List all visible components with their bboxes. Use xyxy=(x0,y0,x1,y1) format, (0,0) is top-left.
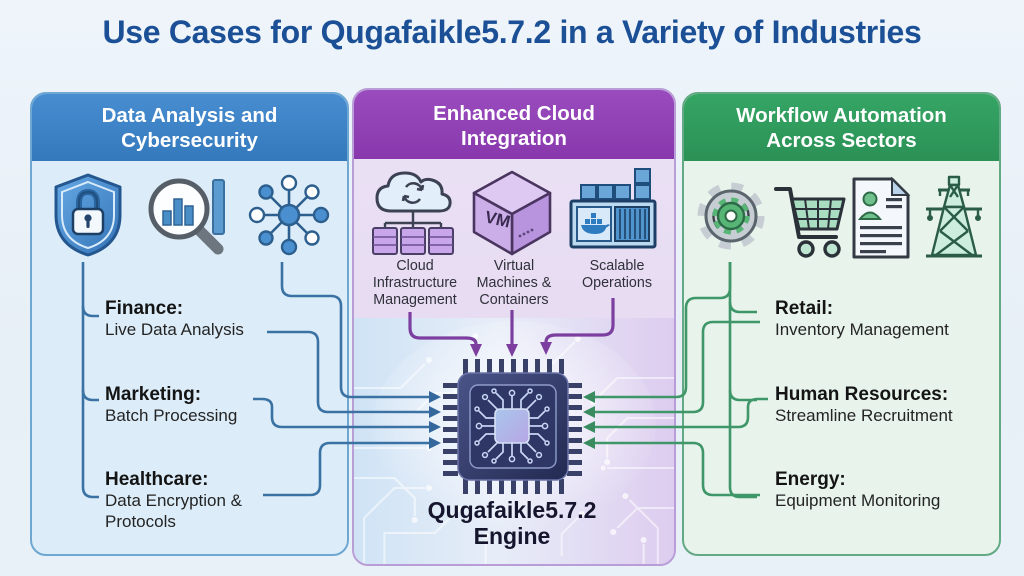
card-workflow-automation: Workflow Automation Across Sectors xyxy=(682,92,1001,556)
resume-document-icon xyxy=(846,174,914,262)
usecase-industry: Healthcare: xyxy=(105,469,209,490)
usecase-detail: Data Encryption & Protocols xyxy=(105,490,243,531)
middle-card-header: Enhanced Cloud Integration xyxy=(354,90,674,159)
usecase-industry: Retail: xyxy=(775,298,834,319)
middle-card-header-label: Enhanced Cloud Integration xyxy=(433,102,595,150)
feature-label-cloud-infrastructure: Cloud Infrastructure Management xyxy=(372,258,458,309)
usecase-retail: Retail: Inventory Management xyxy=(775,298,949,341)
middle-icon-row: VM xyxy=(354,159,674,259)
usecase-detail: Inventory Management xyxy=(775,319,949,339)
chart-magnifier-icon xyxy=(143,172,231,258)
usecase-marketing: Marketing: Batch Processing xyxy=(105,384,237,427)
usecase-industry: Marketing: xyxy=(105,384,202,405)
shopping-cart-icon xyxy=(770,175,846,261)
shield-lock-icon xyxy=(48,171,128,259)
usecase-industry: Energy: xyxy=(775,469,846,490)
left-card-header: Data Analysis and Cybersecurity xyxy=(32,94,347,161)
usecase-human-resources: Human Resources: Streamline Recruitment xyxy=(775,384,953,427)
left-card-header-label: Data Analysis and Cybersecurity xyxy=(101,104,278,152)
usecase-industry: Human Resources: xyxy=(775,384,949,405)
usecase-energy: Energy: Equipment Monitoring xyxy=(775,469,940,512)
usecase-detail: Streamline Recruitment xyxy=(775,405,953,425)
gears-icon xyxy=(692,176,770,260)
cloud-infrastructure-icon xyxy=(365,165,461,259)
feature-label-scalable-operations: Scalable Operations xyxy=(582,258,652,292)
usecase-finance: Finance: Live Data Analysis xyxy=(105,298,244,341)
network-hub-icon xyxy=(247,173,331,257)
power-tower-icon xyxy=(914,173,994,263)
usecase-industry: Finance: xyxy=(105,298,184,319)
right-card-header: Workflow Automation Across Sectors xyxy=(684,94,999,161)
card-enhanced-cloud-integration: Enhanced Cloud Integration xyxy=(352,88,676,566)
engine-word: Engine xyxy=(473,523,551,550)
page-title: Use Cases for Qugafaikle5.7.2 in a Varie… xyxy=(102,14,922,50)
usecase-healthcare: Healthcare: Data Encryption & Protocols xyxy=(105,469,255,532)
right-icon-row xyxy=(684,161,999,263)
card-data-analysis-cybersecurity: Data Analysis and Cybersecurity xyxy=(30,92,349,556)
engine-label: Qugafaikle5.7.2 Engine xyxy=(362,497,662,550)
engine-name: Qugafaikle5.7.2 xyxy=(427,497,597,523)
containers-icon xyxy=(563,167,663,257)
right-card-header-label: Workflow Automation Across Sectors xyxy=(736,104,947,152)
vm-cube-icon: VM xyxy=(468,166,556,258)
left-icon-row xyxy=(32,161,347,259)
feature-label-virtual-machines: Virtual Machines & Containers xyxy=(476,258,552,309)
usecase-detail: Equipment Monitoring xyxy=(775,490,941,510)
usecase-detail: Live Data Analysis xyxy=(105,319,244,339)
usecase-detail: Batch Processing xyxy=(105,405,238,425)
